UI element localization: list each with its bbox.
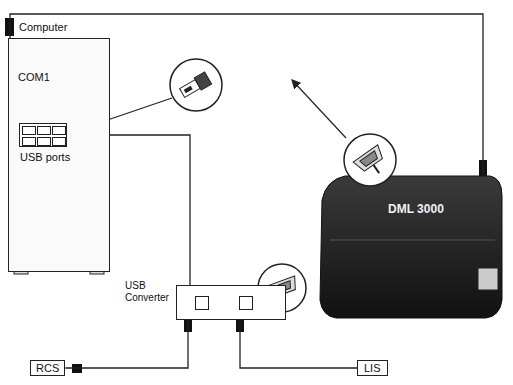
dml-device: DML 3000 (322, 178, 500, 238)
node-label: RCS (36, 362, 59, 374)
converter-port (239, 296, 253, 310)
node-label: DML 3000 (388, 202, 444, 216)
node-label: USB ports (20, 151, 70, 163)
converter-port (195, 296, 209, 310)
device-seam (330, 240, 495, 241)
magnifier (170, 59, 222, 111)
magnifier (344, 134, 396, 186)
dml-device (320, 176, 502, 318)
node-label: USB Converter (125, 280, 169, 304)
usb-port-group: USB ports (19, 123, 67, 147)
leader-line (292, 80, 346, 138)
cable (240, 320, 357, 368)
usb-port (52, 137, 66, 146)
device-port (478, 268, 498, 290)
lis-box: LIS (357, 360, 388, 376)
usb-converter: USB Converter (176, 285, 286, 320)
serial-connector-icon (353, 145, 391, 182)
node-label: Computer (19, 21, 67, 33)
node-label: LIS (364, 362, 381, 374)
rcs-box: RCS (30, 360, 65, 376)
port-label: COM1 (18, 71, 50, 83)
usb-plug-icon (179, 72, 212, 99)
usb-port (52, 126, 66, 135)
usb-port (37, 137, 51, 146)
usb-port (37, 126, 51, 135)
usb-port (22, 126, 36, 135)
cable (65, 320, 188, 368)
usb-port (22, 137, 36, 146)
